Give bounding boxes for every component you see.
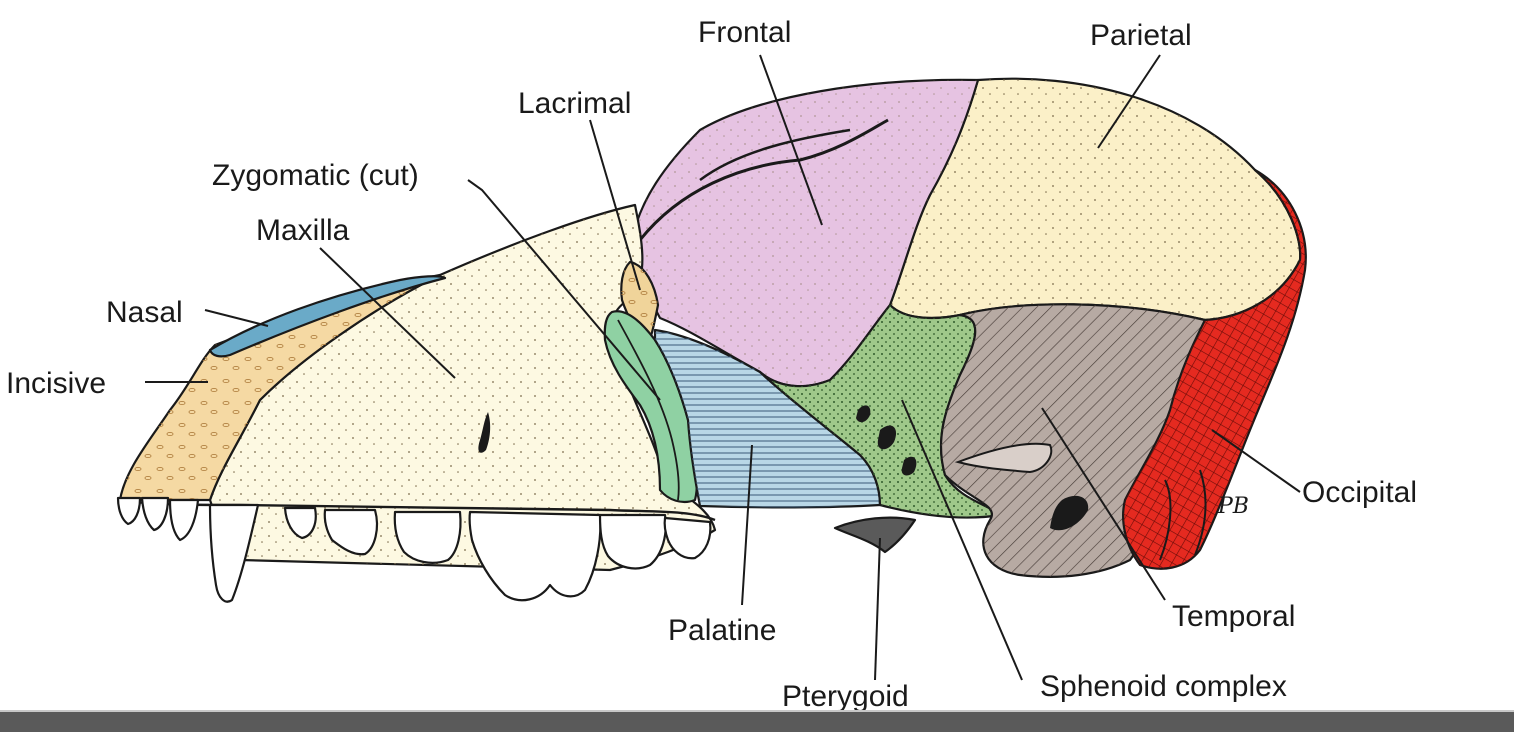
molar-1: [598, 513, 667, 570]
lacrimal-texture: [621, 262, 658, 345]
leader-palatine: [741, 444, 753, 606]
pterygoid-bone: [833, 516, 917, 554]
label-nasal: Nasal: [106, 296, 183, 329]
labels: Frontal Parietal Lacrimal Zygomatic (cut…: [6, 16, 1417, 712]
premolar-3: [393, 510, 462, 564]
leader-temporal: [1041, 407, 1166, 601]
incisor-1: [116, 496, 142, 526]
label-occipital: Occipital: [1302, 476, 1417, 509]
label-zygomatic: Zygomatic (cut): [212, 159, 419, 192]
label-lacrimal: Lacrimal: [518, 87, 631, 120]
carnassial: [468, 510, 602, 602]
frontal-ridge: [638, 118, 889, 241]
artist-initials: PB: [1217, 494, 1249, 519]
leader-lines: [145, 54, 1301, 681]
leader-sphenoid: [901, 399, 1023, 681]
label-maxilla: Maxilla: [256, 214, 350, 247]
external-acoustic-meatus: [1050, 495, 1089, 531]
frontal-texture: [632, 79, 978, 387]
leader-zygomatic: [467, 179, 661, 401]
canine: [208, 503, 260, 603]
maxilla-bone: [208, 203, 717, 572]
label-sphenoid: Sphenoid complex: [1040, 670, 1287, 703]
premolar-1: [283, 506, 317, 540]
label-frontal: Frontal: [698, 16, 791, 49]
occipital-texture: [1123, 170, 1306, 569]
label-temporal: Temporal: [1172, 600, 1295, 633]
infraorbital-foramen: [478, 412, 491, 453]
leader-parietal: [1097, 54, 1161, 149]
incisor-2: [140, 496, 170, 532]
incisor-3: [168, 498, 200, 542]
leader-pterygoid: [874, 537, 881, 681]
label-pterygoid: Pterygoid: [782, 680, 909, 712]
incisive-texture: [120, 275, 440, 500]
label-incisive: Incisive: [6, 367, 106, 400]
leader-occipital: [1211, 429, 1301, 493]
premolar-2: [323, 508, 379, 556]
leader-lacrimal: [589, 119, 641, 291]
occipital-condyle-outline: [1159, 469, 1207, 561]
nasal-bone: [208, 275, 447, 358]
skull-diagram: PB Frontal Parietal Lacrimal Zygomatic (…: [6, 16, 1417, 712]
zygomatic-line: [617, 319, 680, 501]
molar-2: [663, 516, 712, 560]
bottom-scrollbar[interactable]: [0, 712, 1514, 732]
parietal-bone: [888, 77, 1302, 322]
frontal-ridge-2: [699, 128, 851, 182]
sphenoid-foramen-1: [856, 405, 871, 423]
leader-frontal: [759, 54, 823, 226]
lacrimal-bone: [620, 260, 660, 347]
palatine-texture: [655, 330, 880, 508]
sphenoid-foramen-3: [901, 456, 917, 476]
label-palatine: Palatine: [668, 614, 776, 647]
zygomatic-process: [954, 442, 1053, 474]
label-parietal: Parietal: [1090, 19, 1192, 52]
parietal-texture: [890, 78, 1301, 321]
sphenoid-foramen-2: [877, 425, 897, 450]
sphenoid-texture: [760, 305, 1000, 518]
teeth: [116, 496, 712, 603]
leader-maxilla: [319, 247, 456, 379]
maxilla-texture: [210, 205, 715, 570]
bottom-bar-highlight: [0, 710, 1514, 712]
leader-nasal: [204, 309, 269, 327]
